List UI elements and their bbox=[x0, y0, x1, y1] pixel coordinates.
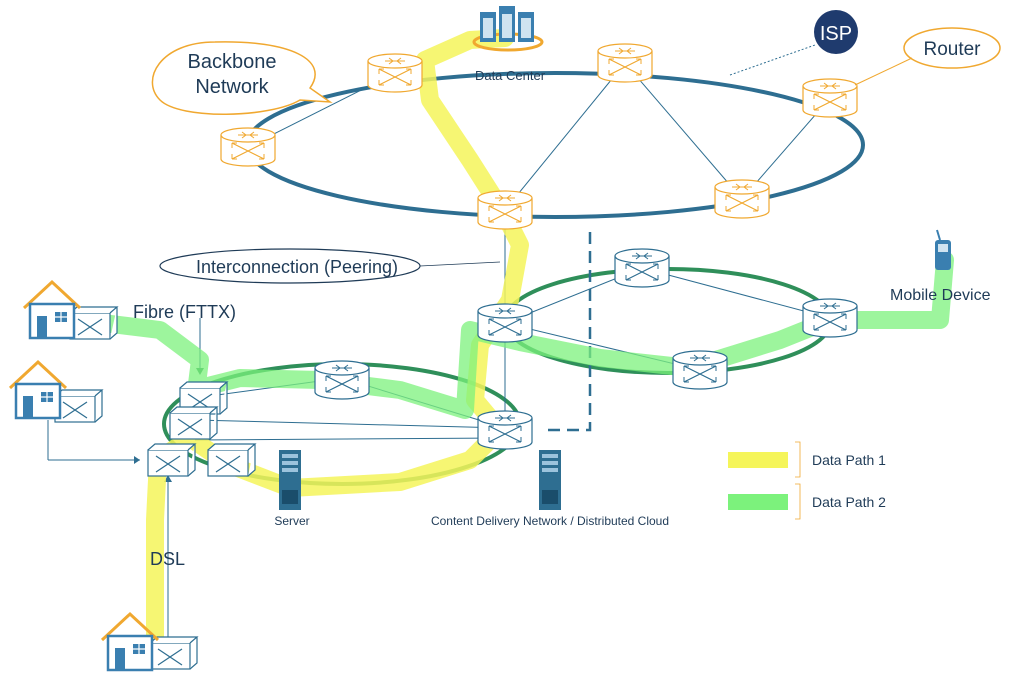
switch-icon[interactable] bbox=[54, 389, 103, 423]
router-icon[interactable] bbox=[802, 78, 858, 118]
router-icon[interactable] bbox=[367, 53, 423, 93]
switch-icon[interactable] bbox=[149, 636, 198, 670]
server-label: Server bbox=[274, 514, 309, 528]
legend-swatch-path1 bbox=[728, 452, 788, 468]
backbone-label-line2: Network bbox=[195, 76, 269, 98]
legend-label-path1: Data Path 1 bbox=[812, 452, 886, 468]
switch-icon[interactable] bbox=[147, 443, 196, 477]
legend: Data Path 1 Data Path 2 bbox=[728, 441, 886, 520]
arrow-head bbox=[134, 456, 140, 464]
house-icon bbox=[22, 280, 82, 340]
server-icon bbox=[279, 450, 301, 510]
mobile-device-icon bbox=[935, 229, 951, 270]
data-center-icon bbox=[472, 6, 544, 52]
legend-swatch-path2 bbox=[728, 494, 788, 510]
backbone-callout: Backbone Network bbox=[151, 41, 333, 115]
router-icon[interactable] bbox=[477, 303, 533, 343]
cdn-label: Content Delivery Network / Distributed C… bbox=[431, 514, 669, 528]
router-callout: Router bbox=[854, 27, 1001, 86]
router-icon[interactable] bbox=[220, 127, 276, 167]
legend-label-path2: Data Path 2 bbox=[812, 494, 886, 510]
router-label: Router bbox=[923, 39, 981, 60]
data-center-label: Data Center bbox=[475, 68, 546, 83]
switch-icon[interactable] bbox=[169, 406, 218, 440]
router-icon[interactable] bbox=[672, 350, 728, 390]
mobile-device-label: Mobile Device bbox=[890, 287, 991, 304]
arrow-head bbox=[164, 475, 172, 482]
backbone-label-line1: Backbone bbox=[188, 51, 277, 73]
fibre-label: Fibre (FTTX) bbox=[133, 302, 236, 322]
isp-badge: ISP bbox=[814, 10, 858, 54]
house-icon bbox=[8, 360, 68, 420]
dsl-label: DSL bbox=[150, 549, 185, 569]
backbone-ring bbox=[245, 71, 865, 219]
interconnection-label: Interconnection (Peering) bbox=[196, 257, 398, 277]
router-icon[interactable] bbox=[714, 179, 770, 219]
peering-boundary bbox=[545, 232, 592, 432]
router-icon[interactable] bbox=[614, 248, 670, 288]
router-icon[interactable] bbox=[477, 190, 533, 230]
router-icon[interactable] bbox=[314, 360, 370, 400]
interconnection-callout: Interconnection (Peering) bbox=[159, 248, 501, 284]
switch-icon[interactable] bbox=[207, 443, 256, 477]
router-icon[interactable] bbox=[477, 410, 533, 450]
router-icon[interactable] bbox=[802, 298, 858, 338]
switch-icon[interactable] bbox=[69, 306, 118, 340]
cdn-server-icon bbox=[539, 450, 561, 510]
isp-label: ISP bbox=[820, 23, 852, 45]
router-icon[interactable] bbox=[597, 43, 653, 83]
